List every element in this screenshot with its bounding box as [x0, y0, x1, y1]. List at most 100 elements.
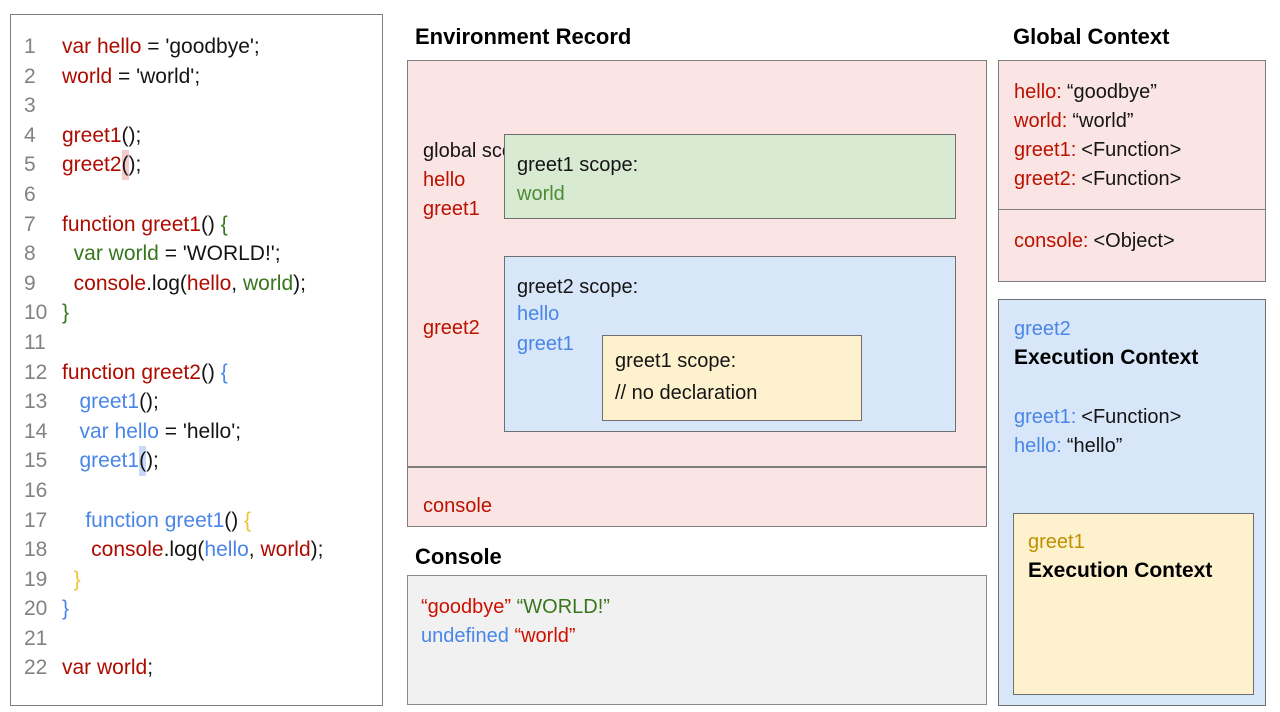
gc-key-greet1: greet1: [1014, 139, 1077, 161]
code-line: 8 var world = 'WORLD!'; [11, 239, 382, 269]
code-token: .log( [146, 271, 187, 295]
code-token: hello [186, 271, 232, 295]
code-token: world [242, 271, 294, 295]
code-token: var world [62, 242, 159, 266]
console-output-line-1: “goodbye” “WORLD!” [421, 593, 610, 621]
console-output-box: “goodbye” “WORLD!” undefined “world” [407, 575, 987, 705]
line-number: 13 [24, 390, 48, 414]
greet2-scope-label: greet2 scope: [517, 276, 639, 298]
code-token: () [224, 508, 245, 532]
global-context-box: hello:“goodbye” world:“world” greet1:<Fu… [998, 60, 1266, 282]
gc-val-hello: “goodbye” [1066, 81, 1157, 103]
line-number: 8 [24, 242, 36, 266]
ec-key-greet1: greet1: [1014, 406, 1077, 428]
ec-key-hello: hello: [1014, 435, 1062, 457]
gc-key-hello: hello: [1014, 81, 1062, 103]
gc-val-world: “world” [1072, 110, 1134, 132]
gc-row-hello: hello:“goodbye” [1014, 78, 1157, 106]
line-number: 14 [24, 419, 48, 443]
code-token: console [62, 538, 164, 562]
code-line: 15 greet1(); [11, 446, 382, 476]
code-token: } [62, 301, 70, 325]
gc-row-greet2: greet2:<Function> [1014, 165, 1181, 193]
console-var-box: console [407, 467, 987, 527]
line-number: 5 [24, 153, 36, 177]
line-number: 1 [24, 35, 36, 58]
code-line: 10} [11, 298, 382, 328]
greet1-scope-label: greet1 scope: [517, 154, 639, 176]
line-number: 12 [24, 360, 48, 384]
line-number: 20 [24, 597, 48, 621]
gc-row-console: console:<Object> [1014, 227, 1175, 255]
console-value-world-lower: “world” [514, 625, 576, 647]
code-token: } [62, 567, 81, 591]
line-number: 15 [24, 449, 48, 473]
console-output-line-2: undefined “world” [421, 622, 576, 650]
greet2-scope-var-greet1: greet1 [517, 333, 574, 355]
gc-row-world: world:“world” [1014, 107, 1133, 135]
code-line: 19 } [11, 565, 382, 595]
code-line: 6 [11, 180, 382, 210]
global-scope-box: global scope: hello greet1 greet2 world … [407, 60, 987, 517]
code-token: { [244, 508, 252, 532]
code-token: () [200, 360, 221, 384]
code-token: greet1 [62, 449, 140, 473]
line-number: 2 [24, 64, 36, 88]
global-var-console: console [423, 495, 492, 517]
code-token: greet1 [62, 390, 140, 414]
code-token: = 'world'; [112, 64, 201, 88]
code-token: greet2 [62, 153, 122, 177]
code-token: ); [310, 538, 324, 562]
line-number: 17 [24, 508, 48, 532]
ec-fn-name: greet2 [1014, 318, 1071, 340]
ec-row-hello: hello:“hello” [1014, 432, 1122, 460]
greet1-scope-var-world: world [517, 183, 565, 205]
code-token: ( [121, 150, 129, 180]
code-token: (); [139, 390, 159, 414]
code-line: 13 greet1(); [11, 387, 382, 417]
inner-ec-title: Execution Context [1028, 559, 1213, 582]
line-number: 4 [24, 123, 36, 147]
code-token: = 'hello'; [158, 419, 242, 443]
code-token: hello [204, 538, 249, 562]
greet1-execution-context-box: greet1 Execution Context [1013, 513, 1254, 695]
code-token: world [62, 64, 113, 88]
inner-greet1-scope-label: greet1 scope: [615, 350, 737, 372]
greet2-scope-var-hello: hello [517, 303, 560, 325]
code-token: function greet2 [62, 360, 201, 384]
code-token: greet1 [62, 123, 122, 147]
code-token: function greet1 [62, 212, 201, 236]
greet1-scope-box: greet1 scope: world [504, 134, 956, 219]
code-token: ; [147, 656, 154, 680]
code-line: 3 [11, 91, 382, 121]
code-token: } [62, 597, 70, 621]
line-number: 11 [24, 330, 46, 354]
gc-row-greet1: greet1:<Function> [1014, 136, 1181, 164]
code-token: function greet1 [62, 508, 225, 532]
code-token: var hello [62, 35, 142, 58]
code-token: ); [293, 271, 306, 295]
code-line: 18 console.log(hello, world); [11, 535, 382, 565]
code-token: .log( [163, 538, 205, 562]
line-number: 7 [24, 212, 36, 236]
line-number: 21 [24, 626, 48, 650]
code-token: { [220, 360, 228, 384]
line-number: 16 [24, 478, 48, 502]
global-var-greet2: greet2 [423, 317, 480, 339]
code-line: 11 [11, 328, 382, 358]
line-number: 10 [24, 301, 48, 325]
gc-val-greet2: <Function> [1081, 168, 1182, 190]
ec-val-hello: “hello” [1066, 435, 1123, 457]
code-token: ( [139, 446, 147, 476]
greet2-scope-box: greet2 scope: hello greet1 greet1 scope:… [504, 256, 956, 432]
gc-key-greet2: greet2: [1014, 168, 1077, 190]
line-number: 18 [24, 538, 48, 562]
ec-val-greet1: <Function> [1081, 406, 1182, 428]
code-token: world [260, 538, 311, 562]
inner-greet1-scope-box: greet1 scope: // no declaration [602, 335, 862, 421]
code-token: var world [62, 656, 148, 680]
code-line: 20} [11, 594, 382, 624]
global-var-hello: hello [423, 169, 466, 191]
